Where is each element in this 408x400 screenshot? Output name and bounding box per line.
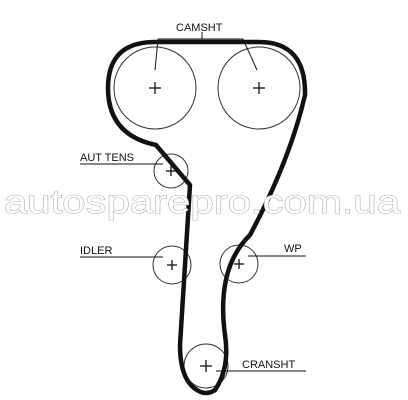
idler-label: IDLER xyxy=(80,245,112,257)
watermark-text: autosparepro.com.ua xyxy=(4,183,401,220)
idler-pulley xyxy=(152,245,192,285)
crankshaft-label: CRANSHT xyxy=(242,359,295,371)
water-pump-label: WP xyxy=(284,243,302,255)
timing-belt xyxy=(105,39,308,396)
camshaft-pulley-left xyxy=(113,46,197,130)
camshaft-pulley-right xyxy=(217,46,301,130)
camshaft-label: CAMSHT xyxy=(176,22,223,34)
tensioner-label: AUT TENS xyxy=(80,152,134,164)
tensioner-pulley xyxy=(153,153,189,189)
camshaft-leader xyxy=(154,32,258,71)
